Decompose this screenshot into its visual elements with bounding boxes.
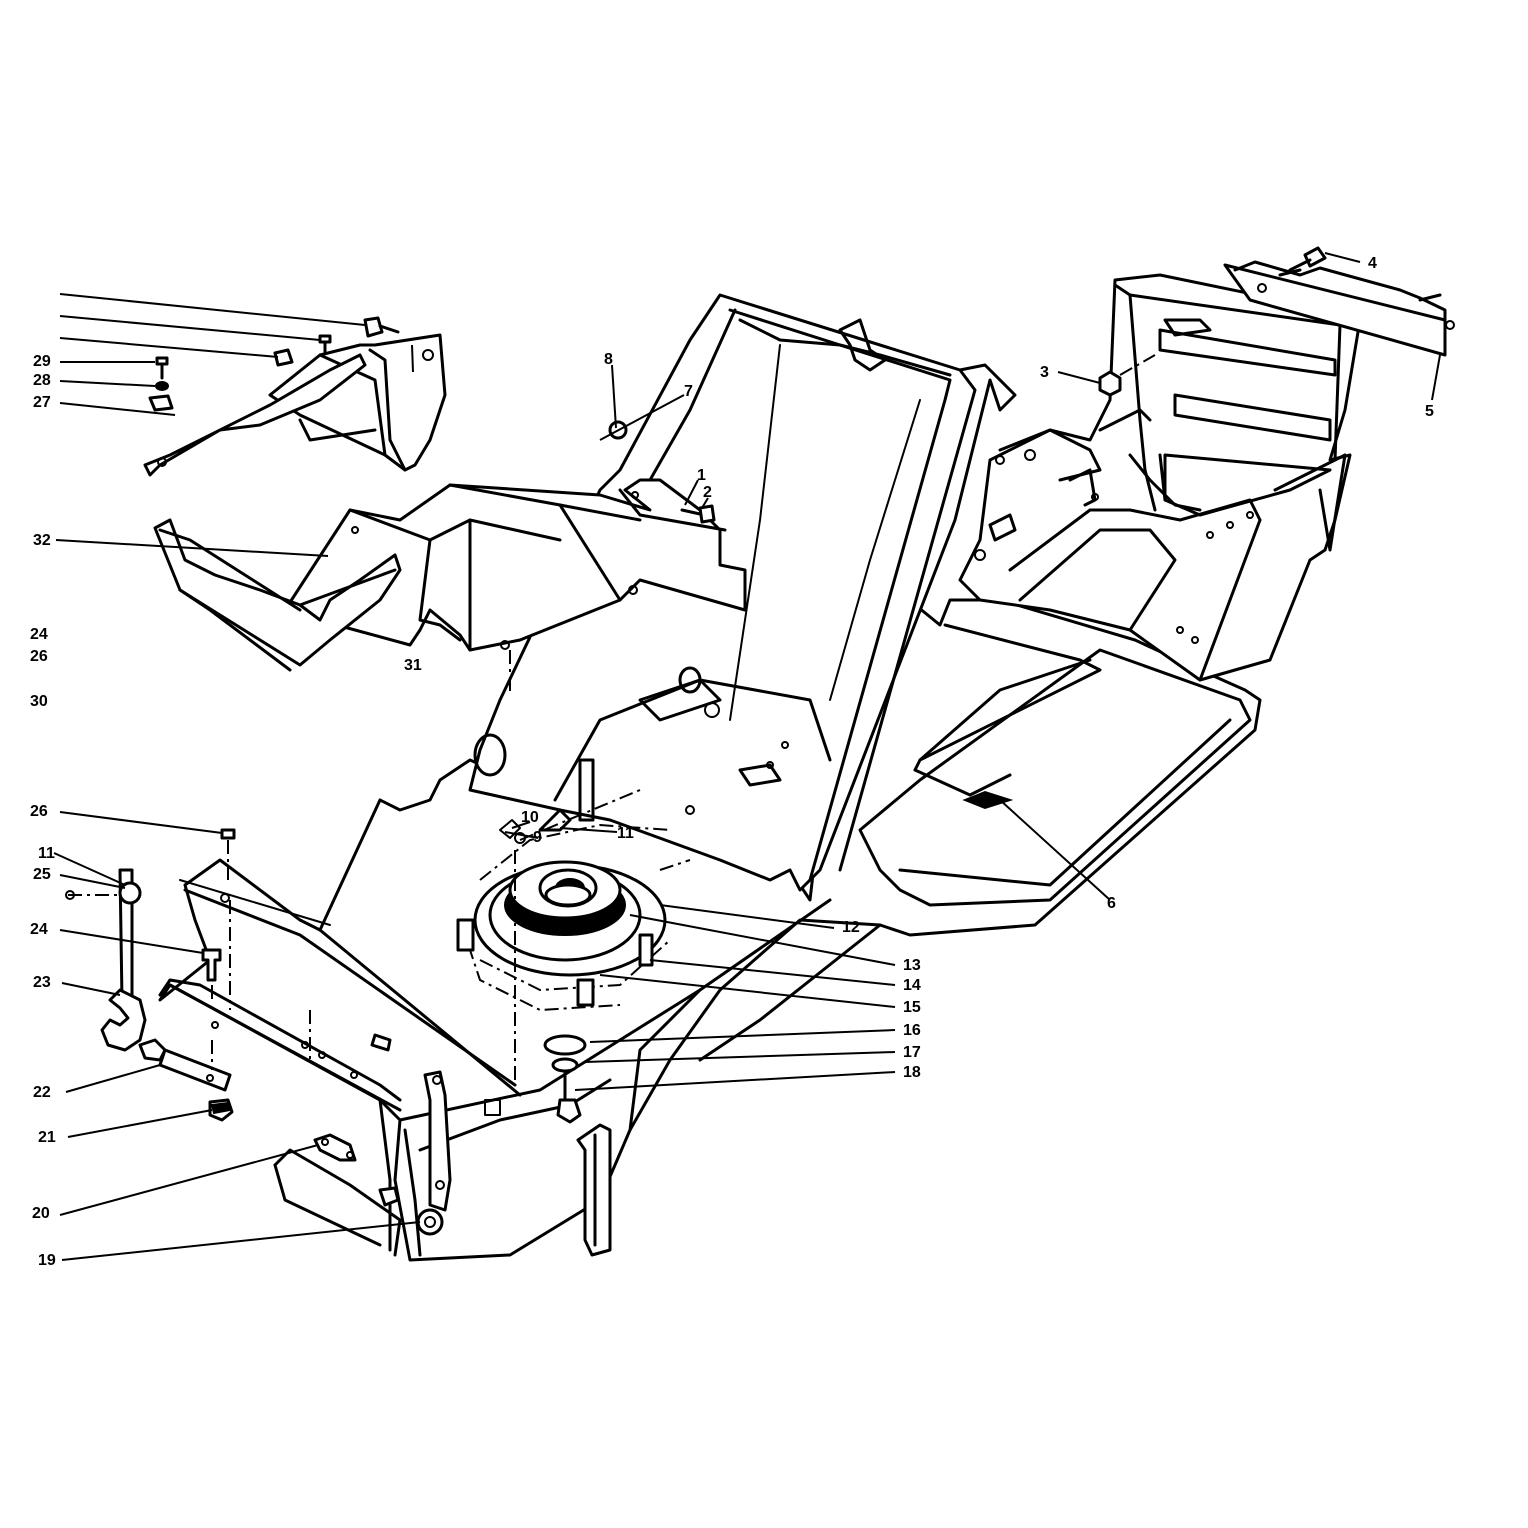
callout-13: 13 xyxy=(903,957,921,974)
callout-15: 15 xyxy=(903,999,921,1016)
callout-27: 27 xyxy=(33,394,51,411)
fasteners xyxy=(148,246,1327,880)
callout-4: 4 xyxy=(1368,255,1377,272)
callout-20: 20 xyxy=(32,1205,50,1222)
callout-labels: 1 2 3 4 5 6 7 8 9 10 11 11 12 13 14 15 1… xyxy=(30,255,1434,1269)
clutch-assembly xyxy=(456,758,691,1124)
side-panels xyxy=(143,333,447,1010)
callout-9: 9 xyxy=(533,829,542,846)
callout-23: 23 xyxy=(33,974,51,991)
callout-21: 21 xyxy=(38,1129,56,1146)
callout-11-left: 11 xyxy=(38,845,55,862)
callout-28: 28 xyxy=(33,372,51,389)
callout-11-right: 11 xyxy=(617,825,634,842)
front-linkage xyxy=(65,868,612,1257)
callout-25: 25 xyxy=(33,866,51,883)
callout-10: 10 xyxy=(521,809,539,826)
callout-26-lower: 26 xyxy=(30,803,48,820)
callout-30: 30 xyxy=(30,693,48,710)
rear-bracket xyxy=(1223,260,1455,357)
callout-1: 1 xyxy=(697,467,706,484)
callout-16: 16 xyxy=(903,1022,921,1039)
callout-14: 14 xyxy=(903,977,921,994)
callout-7: 7 xyxy=(684,383,693,400)
callout-17: 17 xyxy=(903,1044,921,1061)
callout-22: 22 xyxy=(33,1084,51,1101)
callout-32: 32 xyxy=(33,532,51,549)
callout-3: 3 xyxy=(1040,364,1049,381)
callout-29: 29 xyxy=(33,353,51,370)
callout-2: 2 xyxy=(703,484,712,501)
callout-19: 19 xyxy=(38,1252,56,1269)
callout-12: 12 xyxy=(842,919,860,936)
callout-24-lower: 24 xyxy=(30,921,48,938)
callout-18: 18 xyxy=(903,1064,921,1081)
callout-8: 8 xyxy=(604,351,613,368)
leader-lines xyxy=(53,252,1441,1261)
callout-26-upper: 26 xyxy=(30,648,48,665)
callout-31: 31 xyxy=(404,657,422,674)
hood-cover xyxy=(283,478,747,695)
callout-6: 6 xyxy=(1107,895,1116,912)
callout-24-upper: 24 xyxy=(30,626,48,643)
callout-5: 5 xyxy=(1425,403,1434,420)
